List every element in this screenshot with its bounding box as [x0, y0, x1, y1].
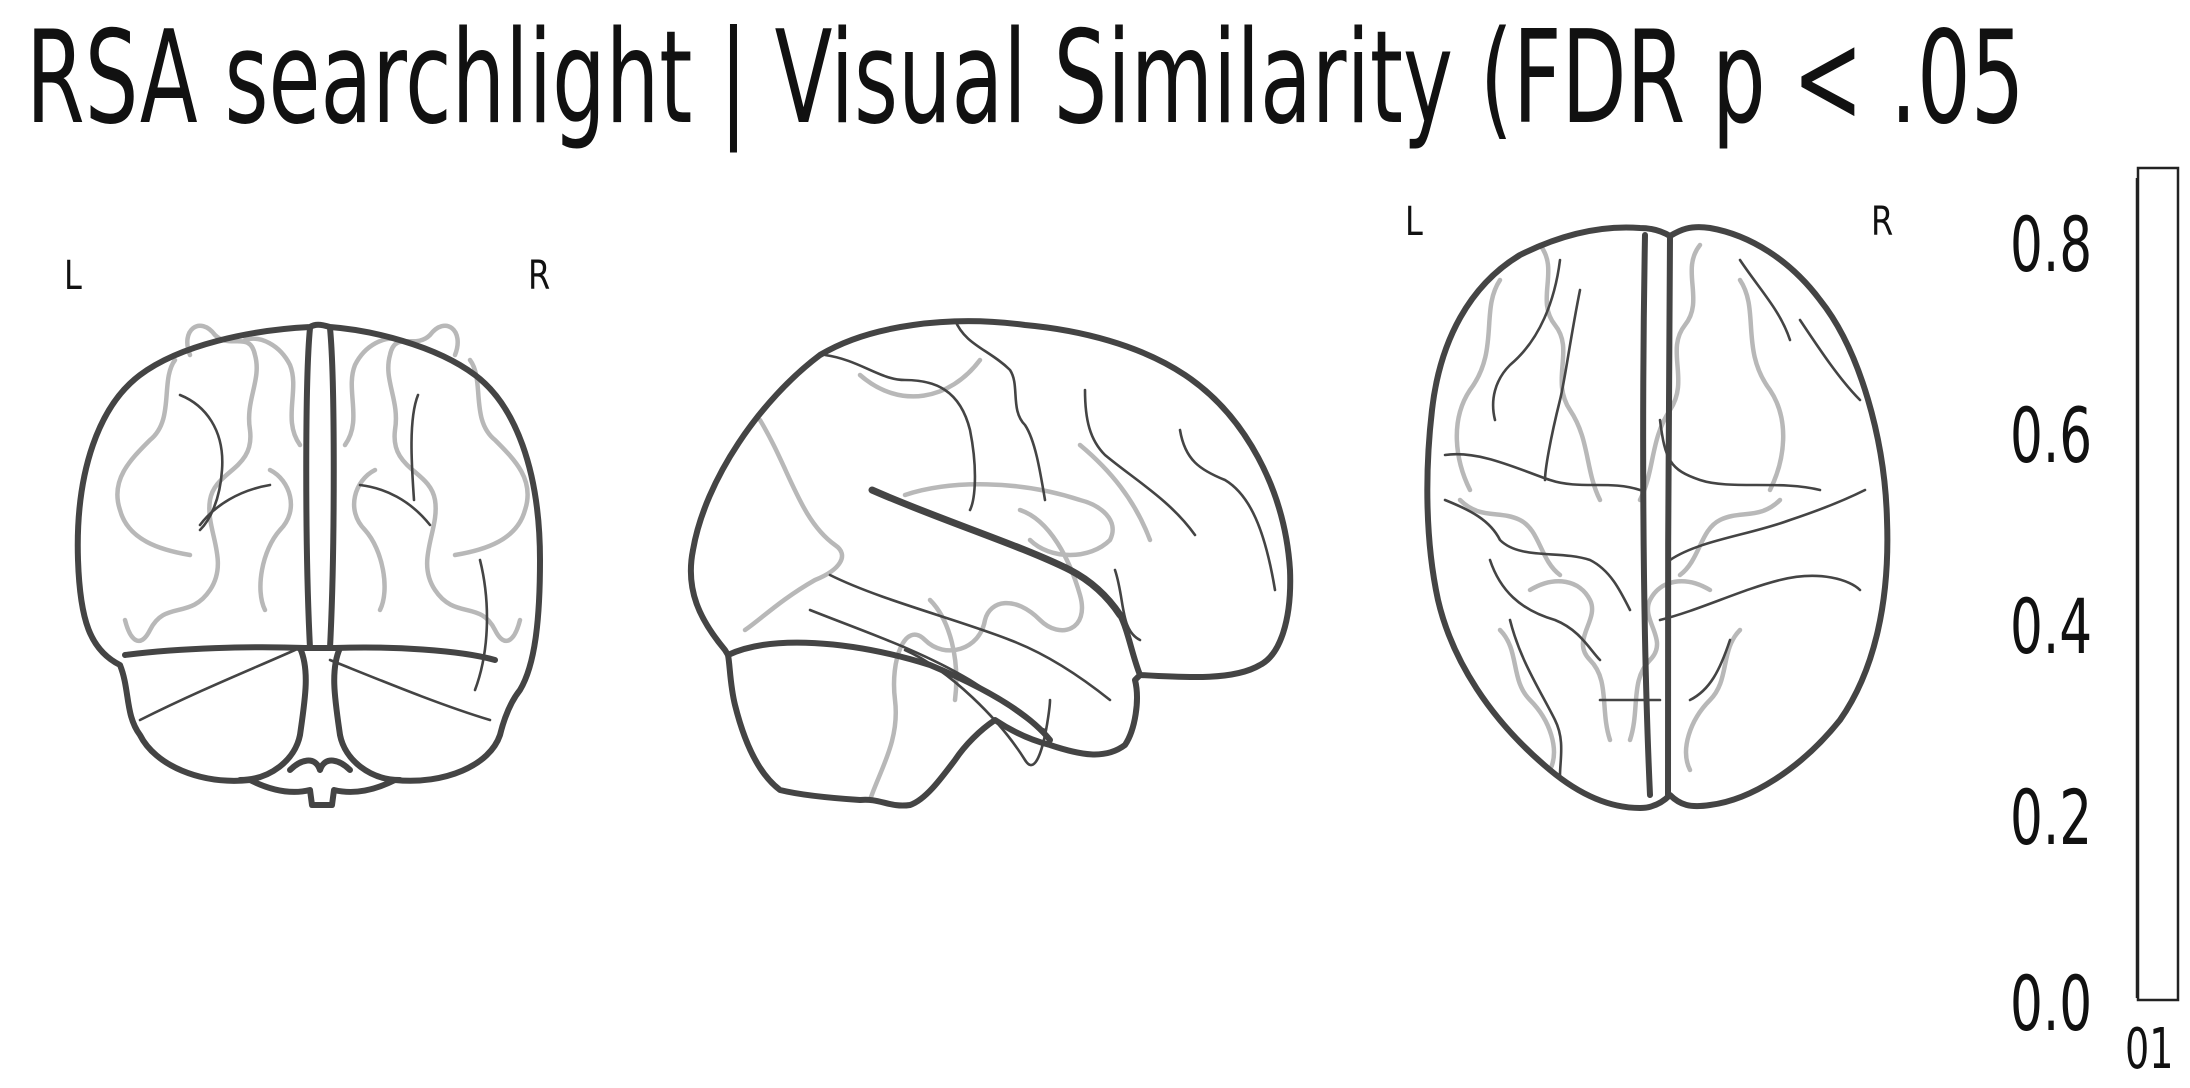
- axial-left-label: L: [1405, 199, 1423, 245]
- colorbar-tick-0-6: 0.6: [2010, 391, 2093, 480]
- coronal-brain-view: [74, 321, 543, 808]
- colorbar-tick-0-4: 0.4: [2010, 582, 2093, 671]
- colorbar-bottom-label-partial: 01: [2125, 1017, 2174, 1082]
- axial-right-label: R: [1871, 199, 1894, 245]
- colorbar-tick-0-8: 0.8: [2010, 200, 2093, 289]
- glass-brain-views: [74, 166, 2180, 1002]
- colorbar-tick-0-2: 0.2: [2010, 773, 2093, 862]
- colorbar: [2135, 166, 2180, 1002]
- figure-title: RSA searchlight | Visual Similarity (FDR…: [26, 4, 2025, 153]
- sagittal-brain-view: [687, 318, 1294, 809]
- colorbar-tick-0-0: 0.0: [2010, 959, 2093, 1048]
- colorbar-gradient: [2136, 166, 2180, 1002]
- axial-brain-view: [1424, 224, 1891, 811]
- coronal-right-label: R: [528, 253, 551, 299]
- coronal-left-label: L: [64, 253, 82, 299]
